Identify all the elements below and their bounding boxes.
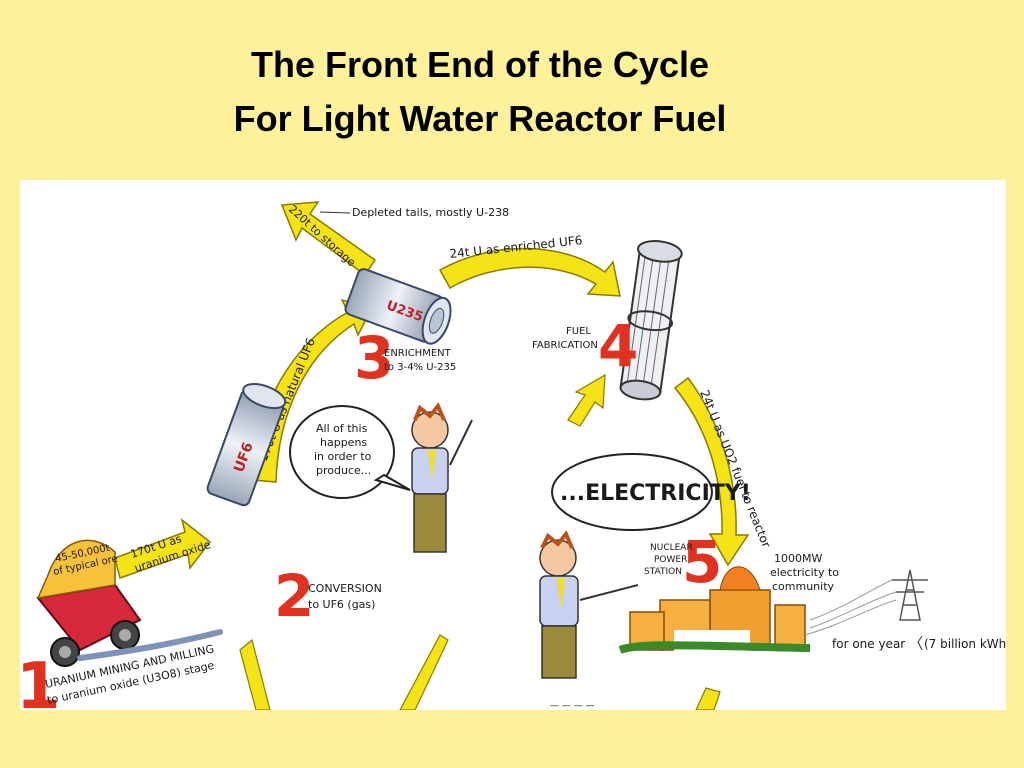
- speech-line-3: in order to: [314, 450, 372, 463]
- stage-1-number: 1: [20, 650, 61, 710]
- output-label-3: community: [772, 580, 835, 593]
- per-year-label: for one year: [832, 637, 905, 651]
- arrow-enriched-uf6: [438, 247, 621, 297]
- fuel-assembly-icon: [619, 240, 683, 401]
- stage-4-number: 4: [598, 312, 638, 380]
- stage-3-label-1: ENRICHMENT: [384, 348, 452, 359]
- electricity-text: ...ELECTRICITY!: [560, 481, 751, 506]
- stage-4-label-1: FUEL: [566, 326, 591, 337]
- stage-3-number: 3: [354, 324, 394, 392]
- stage-4-label-2: FABRICATION: [532, 340, 598, 351]
- arrow-bottom-stubs: [239, 634, 721, 710]
- stage-2-label-1: CONVERSION: [308, 582, 382, 595]
- power-station-icon: [618, 566, 811, 660]
- arrow-fuel-to-reactor: [673, 376, 750, 567]
- conversion-cylinder: UF6: [206, 382, 287, 507]
- stage-5-label-2: POWER: [654, 555, 687, 565]
- arrow-small-return: [567, 373, 606, 427]
- stage-2-label-2: to UF6 (gas): [308, 598, 375, 611]
- output-label-1: 1000MW: [774, 552, 822, 565]
- ground-scribble: [77, 629, 223, 661]
- stage-2-number: 2: [274, 562, 314, 630]
- kwh-bracket: [917, 635, 923, 651]
- presenter-figure-bottom: [539, 530, 639, 679]
- tails-leader-line: [319, 211, 351, 214]
- mining-truck-icon: 45-50,000t of typical ore: [36, 539, 142, 667]
- output-label-2: electricity to: [770, 566, 839, 579]
- speech-line-2: happens: [320, 436, 367, 449]
- speech-bubble: All of this happens in order to produce.…: [289, 405, 411, 499]
- flow-tails-label: Depleted tails, mostly U-238: [352, 206, 509, 219]
- stage-5-number: 5: [682, 528, 722, 596]
- arrow-to-storage: [280, 201, 377, 277]
- stage-5-label-3: STATION: [644, 567, 682, 577]
- slide-title: The Front End of the Cycle For Light Wat…: [0, 38, 960, 146]
- stage-5-label-1: NUCLEAR: [650, 543, 693, 553]
- kwh-label: (7 billion kWh): [924, 637, 1006, 651]
- electricity-bubble: ...ELECTRICITY!: [551, 453, 751, 531]
- fuel-cycle-diagram: 220t to storage Depleted tails, mostly U…: [20, 180, 1006, 710]
- speech-line-4: produce...: [316, 464, 371, 477]
- transmission-pylon-icon: [804, 569, 928, 636]
- enrichment-cylinder: U235: [344, 268, 452, 345]
- presenter-figure-top: [411, 402, 473, 553]
- stage-3-label-2: to 3-4% U-235: [384, 362, 456, 373]
- partial-bottom-label: — — — —: [550, 701, 595, 710]
- speech-line-1: All of this: [316, 422, 368, 435]
- title-line-2: For Light Water Reactor Fuel: [233, 98, 727, 139]
- arrow-ore-to-conversion: [114, 518, 212, 579]
- title-line-1: The Front End of the Cycle: [250, 44, 709, 85]
